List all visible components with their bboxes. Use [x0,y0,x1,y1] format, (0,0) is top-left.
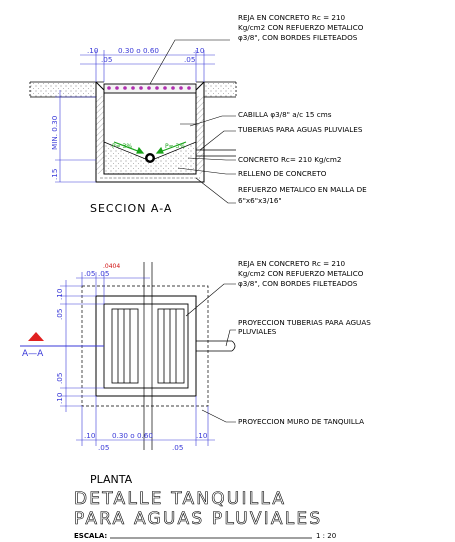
slope-right-label: P= 3% [165,143,185,150]
plan-dim-top-05b: .05 [98,269,109,278]
grate-bars [111,308,185,384]
sec-dim-top-right: .10 [193,46,205,55]
plan-dim-left-10a: .10 [55,288,64,300]
cut-marker-triangle [28,332,44,341]
sec-dim-top-left: .10 [87,46,99,55]
plan-dim-bot-10a: .10 [84,431,96,440]
pipe-projection-horizontal [196,340,236,352]
plan-note-proy-tub-1: PROYECCION TUBERIAS PARA AGUAS [238,318,371,327]
plan-dim-left-05b: .05 [55,373,64,384]
section-left-dims [55,90,96,183]
sec-dim-sub-left: .05 [101,55,112,64]
plan-note-reja-3: φ3/8", CON BORDES FILETEADOS [238,279,358,288]
plan-note-reja-1: REJA EN CONCRETO Rc = 210 [238,259,346,268]
sec-note-malla-1: REFUERZO METALICO EN MALLA DE [238,185,367,194]
plan-dim-left-10b: .10 [55,392,64,404]
plan-dim-left-05a: .05 [55,309,64,320]
tank-frame-inner [103,303,189,389]
plan-dim-bot-05a: .05 [98,443,109,452]
plan-dim-bot-10b: .10 [196,431,208,440]
slope-left-label: P= 3% [112,143,132,150]
grate-rebar-dots [107,86,191,90]
plan-note-reja-2: Kg/cm2 CON REFUERZO METALICO [238,269,364,278]
plan-dim-bot-05b: .05 [172,443,183,452]
drain-pipe-inner [147,155,153,161]
sec-note-tuberias: TUBERIAS PARA AGUAS PLUVIALES [237,125,363,134]
sec-dim-sub-right: .05 [184,55,195,64]
sec-dim-top-mid: 0.30 o 0.60 [118,46,159,55]
sec-dim-vertical-base: .15 [50,169,59,180]
pipe-projection-vertical [143,262,153,450]
wall-hatch-right [196,96,204,174]
section-leaders [149,39,236,204]
section-view: P= 3% P= 3% .10 0.30 o 0.60 .10 .05 .05 … [29,13,367,215]
plan-dim-bot-mid: 0.30 o 0.60 [112,431,153,440]
section-title: SECCION A-A [90,202,172,215]
plan-note-proy-tub-2: PLUVIALES [238,327,277,336]
plan-title: PLANTA [90,473,133,486]
plan-leaders [185,283,236,423]
sec-note-relleno: RELLENO DE CONCRETO [238,169,327,178]
sec-note-cabilla: CABILLA φ3/8" a/c 15 cms [238,110,332,119]
plan-top-dims [76,272,150,304]
scale-label: ESCALA: [74,532,107,540]
plan-dim-0404: .0404 [103,263,120,270]
sec-note-reja-2: Kg/cm2 CON REFUERZO METALICO [238,23,364,32]
title-block: DETALLE TANQUILLA PARA AGUAS PLUVIALES E… [74,489,336,540]
pipe-projection [196,149,236,157]
plan-left-dims [60,280,104,412]
plan-note-proy-muro: PROYECCION MURO DE TANQUILLA [238,417,364,426]
sec-note-reja-3: φ3/8", CON BORDES FILETEADOS [238,33,358,42]
pavement-fill-left [30,82,96,97]
slope-arrows [113,141,187,154]
sec-dim-vertical-min: MIN. 0.30 [50,115,59,150]
section-top-dims [80,50,215,82]
wall-hatch-left [96,96,104,174]
scale-value: 1 : 20 [316,532,336,540]
cut-marker-label: A—A [22,349,44,359]
sec-note-malla-2: 6"x6"x3/16" [238,196,282,205]
footer-title-line-1: DETALLE TANQUILLA [74,489,286,509]
sec-note-reja-1: REJA EN CONCRETO Rc = 210 [238,13,346,22]
sec-note-concreto: CONCRETO Rc= 210 Kg/cm2 [238,155,341,164]
pavement-fill-right [204,82,236,97]
footer-title-line-2: PARA AGUAS PLUVIALES [74,509,322,529]
plan-view: A—A .0404 .05 .05 .10 .05 .05 .10 [20,259,371,486]
plan-dim-top-05a: .05 [84,269,95,278]
